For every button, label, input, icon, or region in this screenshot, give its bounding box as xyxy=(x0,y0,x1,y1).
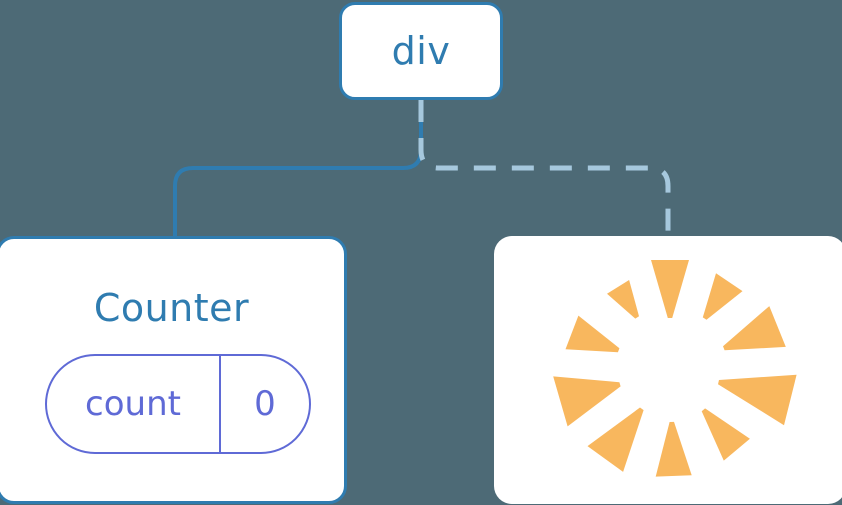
starburst-ray-6 xyxy=(655,421,692,477)
starburst-ray-7 xyxy=(587,407,644,472)
state-pill-value-cell: 0 xyxy=(221,356,309,452)
node-div[interactable]: div xyxy=(339,2,503,100)
starburst-ray-5 xyxy=(701,408,750,461)
node-burst[interactable] xyxy=(494,236,842,504)
starburst-ray-10 xyxy=(607,280,639,319)
starburst-ray-4 xyxy=(718,374,797,426)
starburst-rays xyxy=(553,260,797,477)
state-pill-key-cell: count xyxy=(47,356,221,452)
starburst-ray-3 xyxy=(723,306,786,351)
starburst-icon xyxy=(553,260,797,477)
state-key-label: count xyxy=(85,384,181,424)
starburst-ray-9 xyxy=(565,315,620,353)
edge-div-to-burst xyxy=(418,100,671,238)
node-counter[interactable]: Counter count 0 xyxy=(0,236,347,504)
edge-div-to-counter xyxy=(173,98,423,240)
starburst-ray-2 xyxy=(702,273,743,320)
node-div-label: div xyxy=(391,29,451,73)
starburst-ray-8 xyxy=(553,376,621,427)
state-pill-count[interactable]: count 0 xyxy=(45,354,311,454)
state-value-label: 0 xyxy=(254,384,276,424)
node-counter-label: Counter xyxy=(93,286,250,330)
starburst-ray-1 xyxy=(651,260,689,318)
